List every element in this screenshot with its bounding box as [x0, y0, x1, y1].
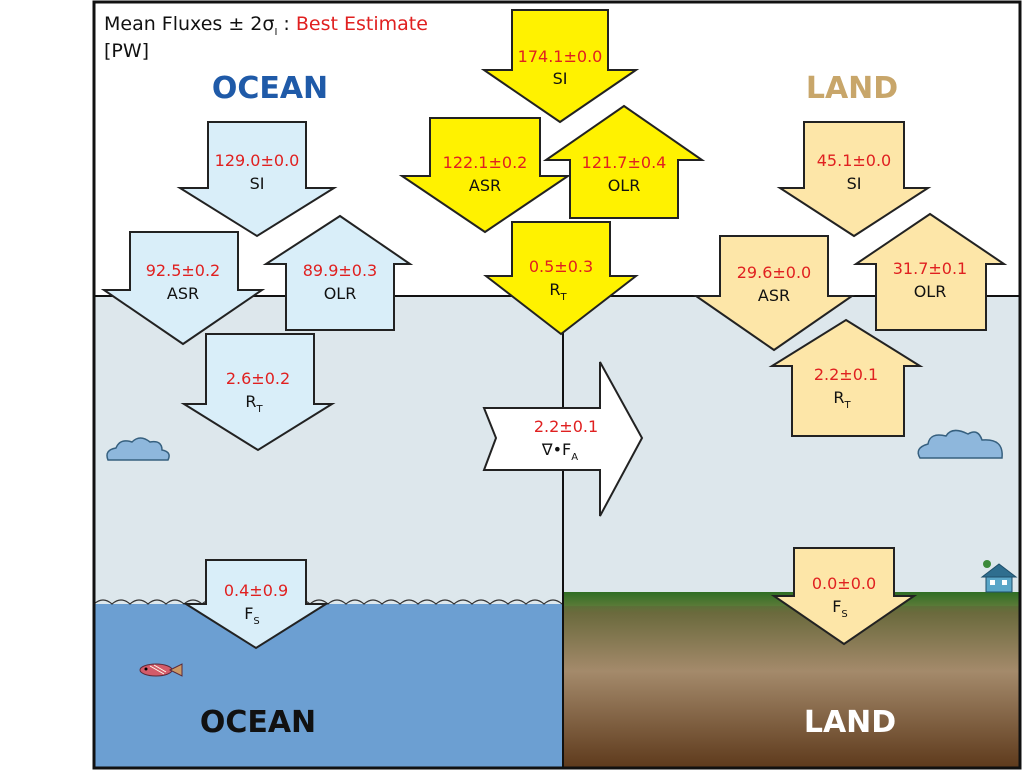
legend-units: [PW]	[104, 40, 149, 62]
ocean-si-label: SI	[250, 174, 265, 193]
ocean-rt-value: 2.6±0.2	[226, 369, 290, 388]
global-rt-value: 0.5±0.3	[529, 257, 593, 276]
global-olr-label: OLR	[608, 176, 641, 195]
global-olr-value: 121.7±0.4	[582, 153, 667, 172]
transport-value: 2.2±0.1	[534, 417, 598, 436]
ocean-fs-value: 0.4±0.9	[224, 581, 288, 600]
land-rt-value: 2.2±0.1	[814, 365, 878, 384]
global-si-label: SI	[553, 69, 568, 88]
land-si-value: 45.1±0.0	[817, 151, 891, 170]
ocean-water	[94, 604, 563, 768]
ocean-olr-label: OLR	[324, 284, 357, 303]
land-olr-value: 31.7±0.1	[893, 259, 967, 278]
land-title-bottom: LAND	[804, 705, 896, 740]
land-fs-value: 0.0±0.0	[812, 574, 876, 593]
ocean-si-value: 129.0±0.0	[215, 151, 300, 170]
ocean-olr-value: 89.9±0.3	[303, 261, 377, 280]
land-asr-label: ASR	[758, 286, 790, 305]
land-soil	[563, 592, 1020, 768]
ocean-title-bottom: OCEAN	[200, 705, 316, 740]
legend-title: Mean Fluxes ± 2σI : Best Estimate	[104, 13, 428, 38]
land-olr-label: OLR	[914, 282, 947, 301]
land-si-label: SI	[847, 174, 862, 193]
global-asr-value: 122.1±0.2	[443, 153, 528, 172]
ocean-asr-value: 92.5±0.2	[146, 261, 220, 280]
land-asr-value: 29.6±0.0	[737, 263, 811, 282]
land-title-top: LAND	[806, 71, 898, 106]
ocean-asr-label: ASR	[167, 284, 199, 303]
ocean-title-top: OCEAN	[212, 71, 328, 106]
global-asr-label: ASR	[469, 176, 501, 195]
global-si-value: 174.1±0.0	[518, 47, 603, 66]
